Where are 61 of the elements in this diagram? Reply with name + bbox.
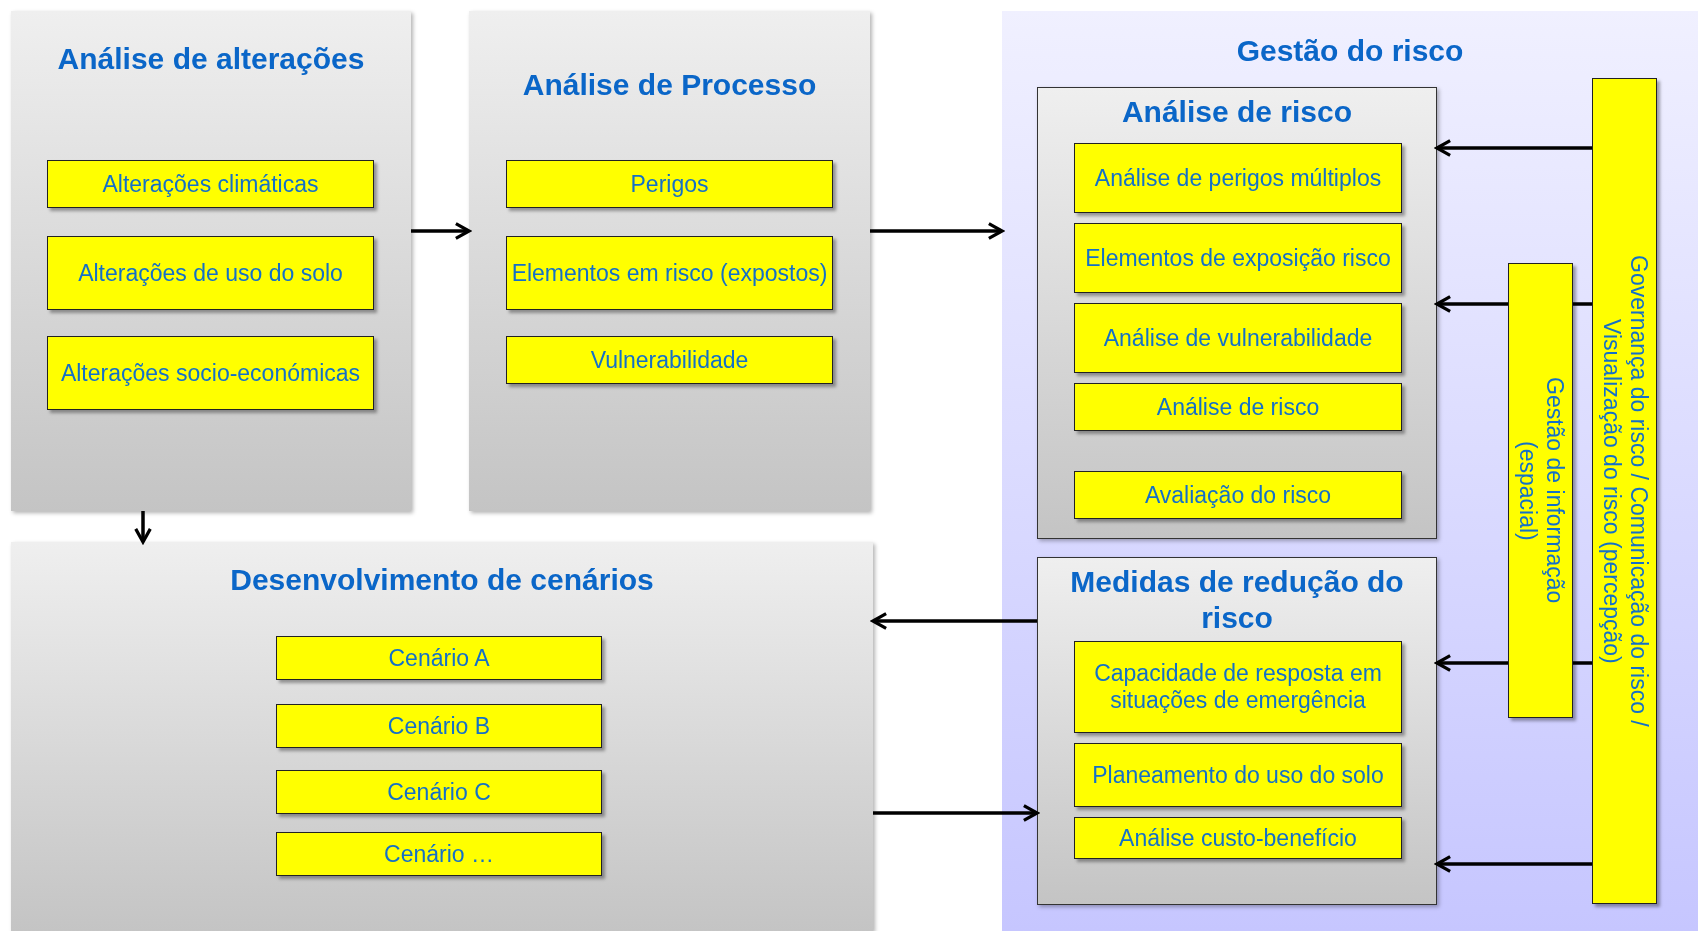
item-box [506, 236, 833, 310]
group-panel [469, 11, 870, 511]
arrow [871, 612, 1037, 630]
item-box [1074, 143, 1402, 213]
vertical-bar [1592, 78, 1657, 904]
item-box [506, 160, 833, 208]
item-box [1074, 383, 1402, 431]
group-panel [1037, 87, 1437, 539]
item-box [1074, 817, 1402, 859]
item-label: Análise de perigos múltiplos [1093, 164, 1383, 192]
arrow [1435, 295, 1508, 313]
item-label: Cenário A [387, 644, 491, 672]
panel-title: Gestão do risco [1235, 33, 1465, 69]
panel-title: Análise de Processo [521, 67, 818, 103]
group-panel [11, 542, 873, 931]
arrow [134, 511, 152, 544]
arrow [870, 222, 1004, 240]
panel-title: Análise de risco [1120, 94, 1354, 130]
bar-label: Governança do risco / Comunicação do risco / Visualização do risco (percepção) [1597, 254, 1653, 729]
vertical-bar [1508, 263, 1573, 718]
item-label: Alterações de uso do solo [77, 259, 344, 287]
item-box [47, 236, 374, 310]
arrow [1435, 855, 1592, 873]
group-panel [1037, 557, 1437, 905]
item-label: Capacidade de resposta em situações de emergência [1093, 660, 1383, 714]
panel-title: Análise de alterações [56, 41, 366, 77]
item-label: Planeamento do uso do solo [1091, 761, 1385, 789]
item-label: Elementos de exposição risco [1084, 244, 1392, 272]
item-box [47, 160, 374, 208]
group-panel [11, 11, 411, 511]
item-box [47, 336, 374, 410]
item-label: Cenário C [386, 778, 492, 806]
group-panel [1002, 11, 1698, 931]
item-label: Vulnerabilidade [589, 346, 750, 374]
item-label: Alterações climáticas [101, 170, 320, 198]
arrow [873, 804, 1039, 822]
arrow [411, 222, 471, 240]
item-label: Cenário B [386, 712, 492, 740]
panel-title: Medidas de redução do risco [1069, 564, 1405, 636]
arrow [1435, 654, 1508, 672]
item-box [276, 636, 602, 680]
bar-label: Gestão de informação (espacial) [1513, 376, 1569, 606]
item-box [1074, 641, 1402, 733]
item-label: Perigos [629, 170, 710, 198]
item-box [1074, 223, 1402, 293]
arrow [1435, 139, 1592, 157]
item-label: Alterações socio-económicas [59, 359, 362, 387]
item-box [1074, 303, 1402, 373]
item-box [1074, 471, 1402, 519]
item-box [1074, 743, 1402, 807]
panel-title: Desenvolvimento de cenários [229, 562, 655, 598]
item-label: Elementos em risco (expostos) [510, 259, 829, 287]
item-box [276, 832, 602, 876]
item-label: Análise de risco [1155, 393, 1321, 421]
item-label: Avaliação do risco [1143, 481, 1333, 509]
item-label: Cenário … [383, 840, 495, 868]
item-label: Análise de vulnerabilidade [1102, 324, 1374, 352]
item-box [276, 704, 602, 748]
item-label: Análise custo-benefício [1118, 824, 1358, 852]
item-box [276, 770, 602, 814]
item-box [506, 336, 833, 384]
